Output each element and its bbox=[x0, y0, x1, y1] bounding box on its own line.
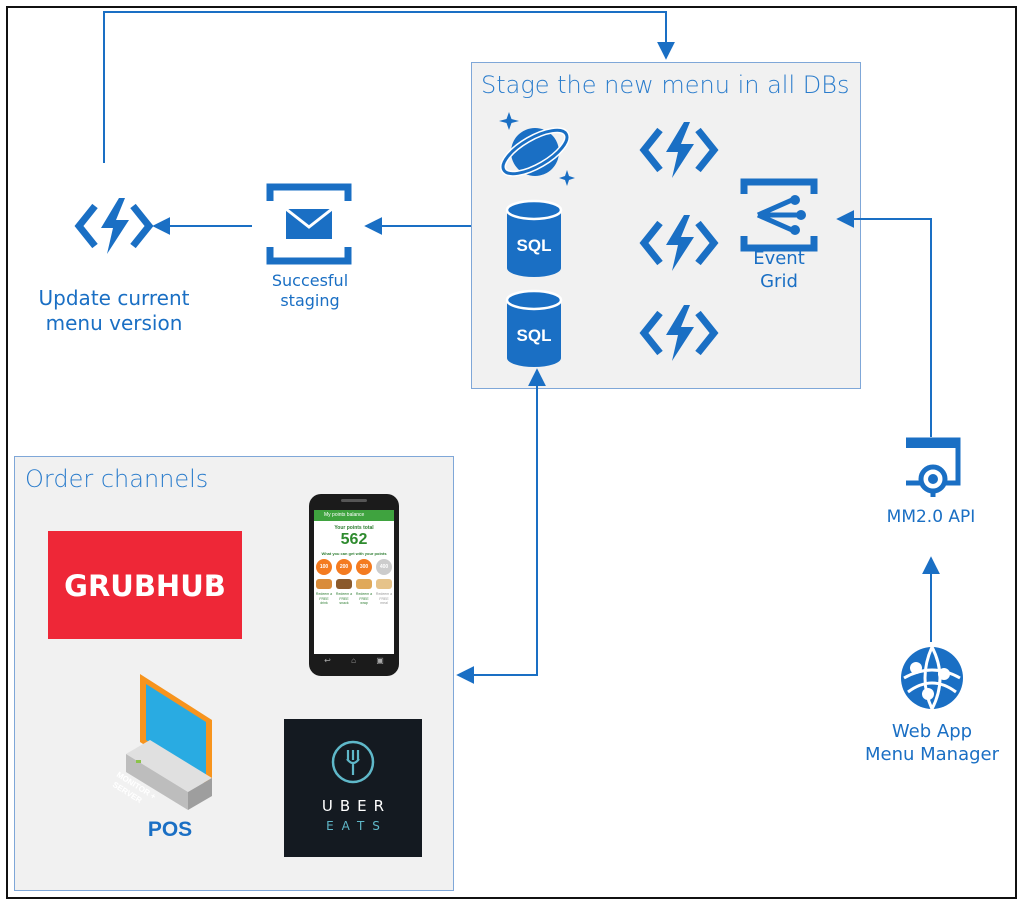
sql-db-label-2: SQL bbox=[517, 326, 552, 345]
phone-items: Redeem a FREE drink Redeem a FREE snack … bbox=[314, 592, 394, 606]
api-label: MM2.0 API bbox=[886, 507, 976, 527]
pos-label: POS bbox=[147, 818, 193, 841]
phone-app-header: My points balance bbox=[314, 510, 394, 521]
phone-subtitle: What you can get with your points bbox=[321, 551, 387, 556]
phone-app-header-text: My points balance bbox=[324, 512, 365, 518]
phone-points-value: 562 bbox=[340, 531, 368, 548]
phone-badge: 400 bbox=[376, 559, 392, 575]
phone-food-image bbox=[356, 579, 372, 589]
ubereats-logo: UBER EATS bbox=[284, 719, 422, 857]
queue-icon bbox=[266, 183, 352, 265]
event-grid-label-line2: Grid bbox=[760, 270, 798, 292]
mobile-phone: My points balance Your points total 562 … bbox=[309, 494, 399, 676]
home-icon: ⌂ bbox=[351, 655, 356, 665]
webapp-label-line2: Menu Manager bbox=[864, 743, 1000, 765]
phone-item: Redeem a FREE wrap bbox=[355, 592, 373, 605]
function-icon bbox=[639, 122, 719, 178]
update-function-label-line1: Update current bbox=[38, 286, 190, 310]
phone-item: Redeem a FREE drink bbox=[315, 592, 333, 605]
phone-food-row bbox=[314, 579, 394, 589]
queue-label-line2: staging bbox=[280, 291, 340, 310]
sql-db-icon-1: SQL bbox=[505, 199, 563, 277]
phone-food-image bbox=[376, 579, 392, 589]
webapp-label-line1: Web App bbox=[891, 721, 973, 742]
sql-db-label-1: SQL bbox=[517, 236, 552, 255]
pos-monitor-server-icon: MONITOR + SERVER bbox=[111, 674, 212, 810]
grubhub-logo-text: GRUBHUB bbox=[64, 569, 226, 603]
arrow-sql-to-channels bbox=[456, 368, 546, 684]
arrow-api-to-eventgrid bbox=[836, 210, 932, 437]
phone-badges: 100 200 300 400 bbox=[314, 559, 394, 575]
recent-apps-icon: ▣ bbox=[376, 655, 384, 665]
grubhub-tm: TM bbox=[206, 577, 215, 583]
function-icon bbox=[74, 198, 154, 254]
fork-icon bbox=[331, 740, 375, 784]
order-channels-title: Order channels bbox=[25, 465, 209, 493]
stage-box-title: Stage the new menu in all DBs bbox=[481, 71, 850, 99]
phone-badge: 200 bbox=[336, 559, 352, 575]
update-function-label: Update current menu version bbox=[24, 286, 204, 336]
event-grid-label-line1: Event bbox=[753, 248, 805, 269]
webapp-label: Web App Menu Manager bbox=[846, 721, 1018, 766]
phone-speaker bbox=[341, 499, 367, 502]
queue-label-line1: Succesful bbox=[271, 271, 349, 290]
cosmos-db-icon bbox=[499, 112, 575, 186]
ubereats-line1: UBER bbox=[321, 797, 392, 815]
phone-item: Redeem a FREE snack bbox=[335, 592, 353, 605]
event-grid-label: Event Grid bbox=[740, 248, 818, 293]
api-management-icon bbox=[906, 437, 961, 497]
update-function-label-line2: menu version bbox=[45, 311, 183, 335]
phone-points-caption: Your points total bbox=[334, 525, 374, 531]
ubereats-line2: EATS bbox=[326, 819, 388, 833]
phone-nav-bar: ↩ ⌂ ▣ bbox=[314, 654, 394, 666]
phone-food-image bbox=[316, 579, 332, 589]
phone-screen: My points balance Your points total 562 … bbox=[314, 510, 394, 654]
web-app-icon bbox=[901, 646, 963, 710]
phone-item: Redeem a FREE meal bbox=[375, 592, 393, 605]
diagram-frame bbox=[6, 6, 1017, 899]
phone-badge: 300 bbox=[356, 559, 372, 575]
back-icon: ↩ bbox=[324, 655, 331, 665]
grubhub-logo: GRUBHUB TM bbox=[48, 531, 242, 639]
sql-db-icon-2: SQL bbox=[505, 289, 563, 367]
function-icon bbox=[639, 215, 719, 271]
phone-badge: 100 bbox=[316, 559, 332, 575]
queue-label: Succesful staging bbox=[240, 271, 380, 311]
phone-food-image bbox=[336, 579, 352, 589]
arrow-update-to-stage bbox=[103, 11, 675, 163]
function-icon bbox=[639, 305, 719, 361]
event-grid-icon bbox=[740, 178, 818, 252]
